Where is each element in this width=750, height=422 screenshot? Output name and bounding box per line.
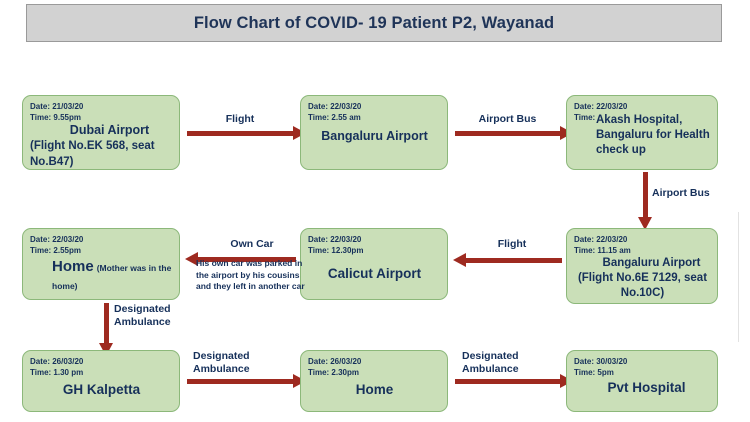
edge-arrow-bangaluru-dep-to-calicut (453, 253, 562, 267)
node-time: Time: 5pm (574, 368, 614, 377)
edge-arrow-akash-to-bangaluru-dep (638, 172, 652, 230)
edge-arrow-calicut-to-home (185, 252, 296, 266)
node-title: Dubai Airport (69, 123, 150, 137)
page-title-banner: Flow Chart of COVID- 19 Patient P2, Waya… (26, 4, 722, 42)
node-date: Date: 22/03/20 (308, 102, 362, 111)
node-bangaluru-airport-arrival[interactable]: Date: 22/03/20 Time: 2.55 am Bangaluru A… (300, 95, 448, 170)
node-calicut-airport[interactable]: Date: 22/03/20 Time: 12.30pm Calicut Air… (300, 228, 448, 300)
node-detail: (Flight No.6E 7129, seat No.10C) (577, 272, 708, 299)
edge-label-gh-kalpetta-to-home: Designated Ambulance (193, 350, 250, 375)
node-title: Akash Hospital, Bangaluru for Health che… (596, 114, 710, 156)
node-title: Home (355, 382, 394, 397)
node-date: Date: 26/03/20 (30, 357, 84, 366)
node-title-row: Home(Mother was in the home) (30, 258, 173, 294)
node-title: Pvt Hospital (607, 380, 686, 395)
node-title: GH Kalpetta (62, 382, 141, 397)
node-time: Time: (574, 113, 596, 122)
edge-label-home-to-pvt-hospital: Designated Ambulance (462, 350, 519, 375)
node-time: Time: 2.30pm (308, 368, 359, 377)
node-date: Date: 26/03/20 (308, 357, 362, 366)
node-date: Date: 21/03/20 (30, 102, 84, 111)
node-date: Date: 22/03/20 (574, 235, 628, 244)
node-bangaluru-airport-departure[interactable]: Date: 22/03/20 Time: 11.15 am Bangaluru … (566, 228, 718, 304)
node-time: Time: 9.55pm (30, 113, 81, 122)
edge-arrow-bangaluru-to-akash (455, 126, 573, 140)
node-time: Time: 12.30pm (308, 246, 364, 255)
edge-arrow-home-to-gh-kalpetta (99, 303, 113, 356)
node-time: Time: 11.15 am (574, 246, 631, 255)
own-car-annotation: His own car was parked in the airport by… (196, 258, 305, 291)
edge-label-bangaluru-to-akash: Airport Bus (478, 113, 537, 125)
node-akash-hospital[interactable]: Date: 22/03/20 Time: Akash Hospital, Ban… (566, 95, 718, 170)
edge-arrow-home-to-pvt-hospital (455, 374, 573, 388)
edge-label-dubai-to-bangaluru: Flight (225, 113, 255, 125)
node-date: Date: 22/03/20 (308, 235, 362, 244)
edge-arrow-gh-kalpetta-to-home (187, 374, 306, 388)
node-detail: (Mother was in the home) (52, 263, 172, 291)
node-pvt-hospital[interactable]: Date: 30/03/20 Time: 5pm Pvt Hospital (566, 350, 718, 412)
edge-label-home-to-gh-kalpetta: Designated Ambulance (114, 303, 171, 328)
node-home-second[interactable]: Date: 26/03/20 Time: 2.30pm Home (300, 350, 448, 412)
page-title: Flow Chart of COVID- 19 Patient P2, Waya… (193, 13, 555, 32)
node-title: Calicut Airport (327, 266, 422, 281)
node-title: Bangaluru Airport (321, 129, 428, 143)
node-gh-kalpetta[interactable]: Date: 26/03/20 Time: 1.30 pm GH Kalpetta (22, 350, 180, 412)
edge-label-bangaluru-dep-to-calicut: Flight (497, 238, 527, 250)
node-time: Time: 2.55pm (30, 246, 81, 255)
edge-label-akash-to-bangaluru-dep: Airport Bus (652, 187, 710, 199)
node-title: Bangaluru Airport (602, 257, 701, 269)
node-dubai-airport[interactable]: Date: 21/03/20 Time: 9.55pm Dubai Airpor… (22, 95, 180, 170)
node-detail: (Flight No.EK 568, seat No.B47) (30, 140, 155, 168)
node-time: Time: 1.30 pm (30, 368, 84, 377)
node-time: Time: 2.55 am (308, 113, 361, 122)
node-date: Date: 22/03/20 (574, 102, 628, 111)
edge-label-calicut-to-home: Own Car (230, 238, 274, 250)
node-date: Date: 30/03/20 (574, 357, 628, 366)
node-date: Date: 22/03/20 (30, 235, 84, 244)
node-title: Home (52, 258, 94, 275)
right-edge-rule (738, 212, 739, 342)
node-home-first[interactable]: Date: 22/03/20 Time: 2.55pm Home(Mother … (22, 228, 180, 300)
edge-arrow-dubai-to-bangaluru (187, 126, 306, 140)
